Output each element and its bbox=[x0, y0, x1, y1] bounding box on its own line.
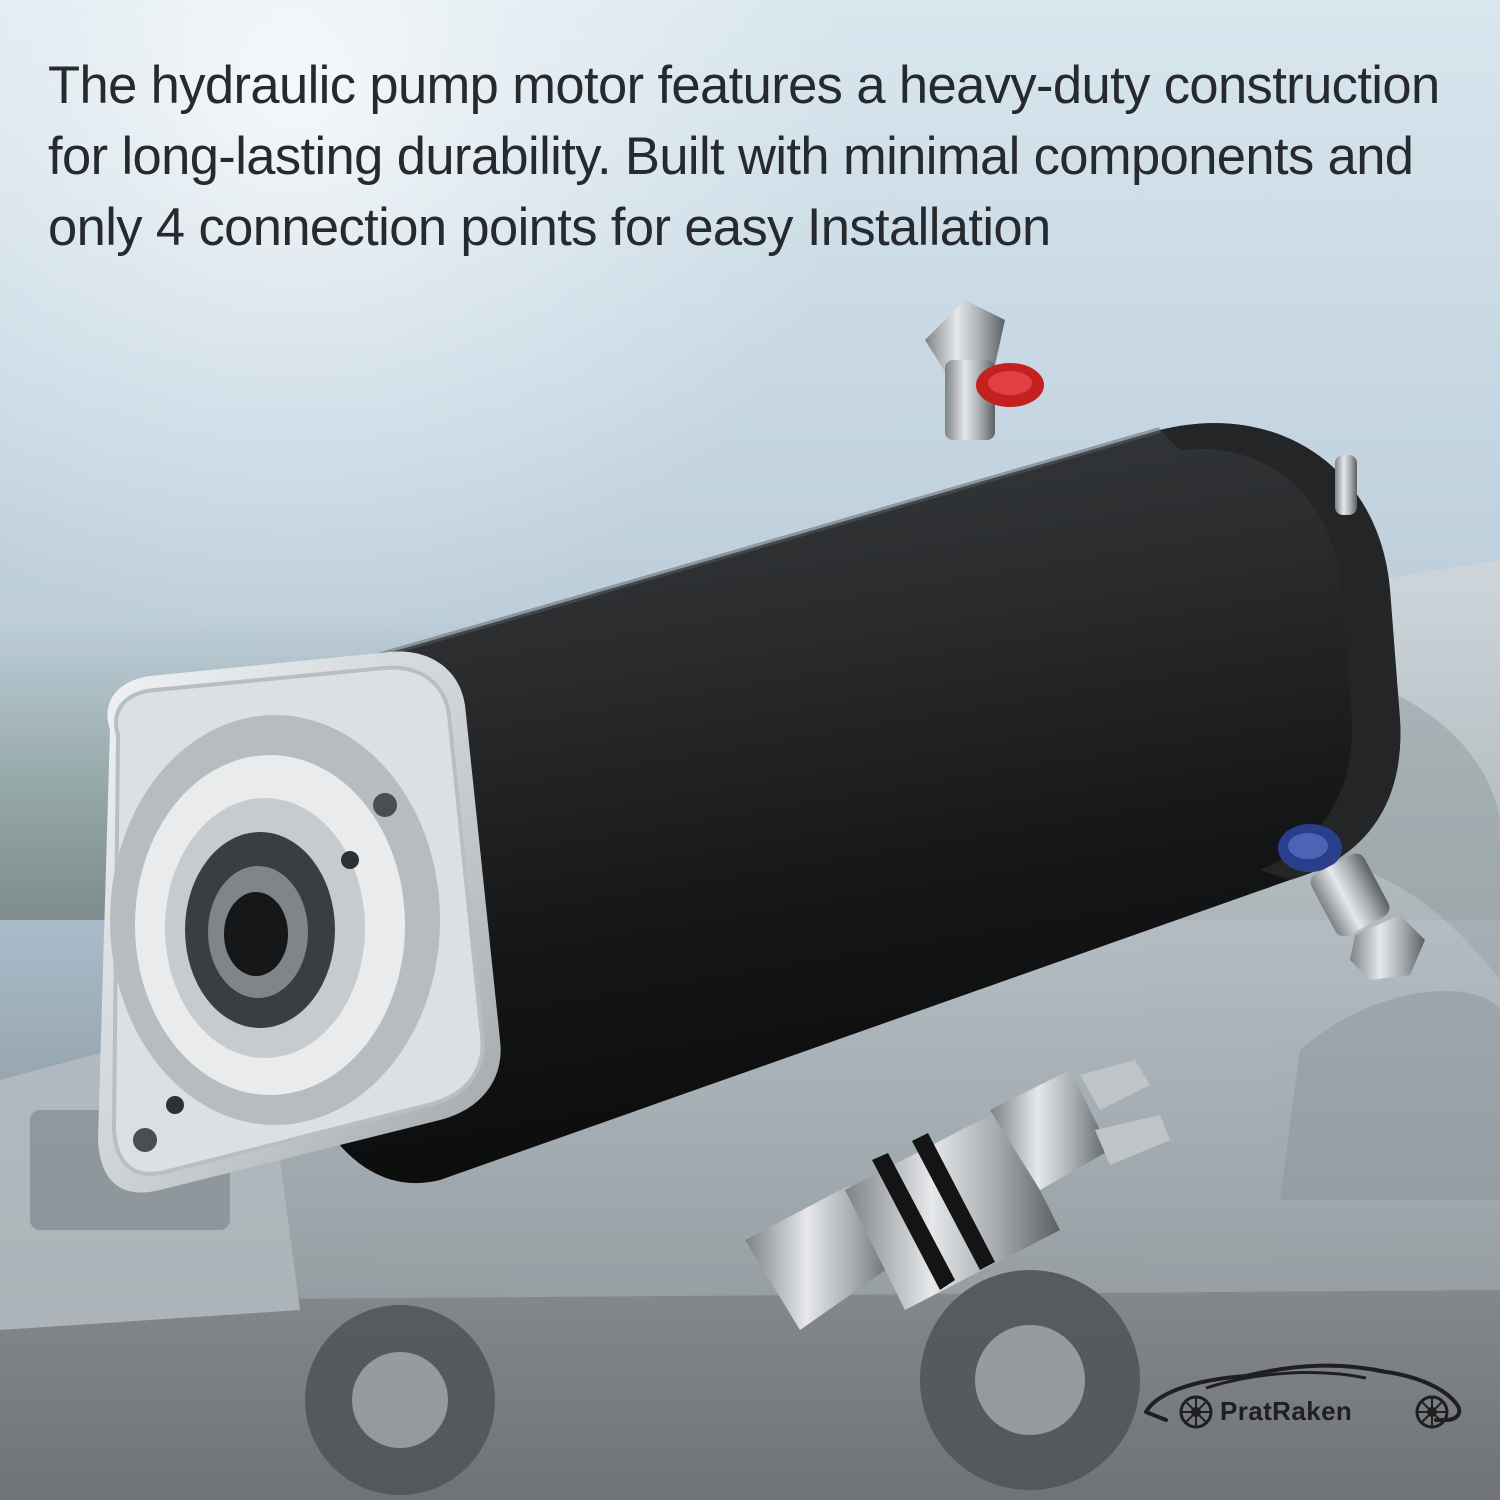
bottom-terminal bbox=[1278, 824, 1425, 980]
wheel-icon bbox=[1179, 1395, 1213, 1429]
valve-cartridge bbox=[745, 1060, 1170, 1330]
wheel-icon bbox=[1415, 1395, 1449, 1429]
brand-logo: PratRaken bbox=[1136, 1354, 1466, 1444]
brand-name: PratRaken bbox=[1220, 1396, 1353, 1426]
end-flange bbox=[98, 651, 501, 1193]
top-terminal bbox=[925, 300, 1044, 440]
feature-headline: The hydraulic pump motor features a heav… bbox=[48, 56, 1440, 257]
car-silhouette-icon bbox=[1144, 1363, 1462, 1422]
side-bolt bbox=[1335, 455, 1357, 515]
motor-body bbox=[259, 423, 1401, 1184]
